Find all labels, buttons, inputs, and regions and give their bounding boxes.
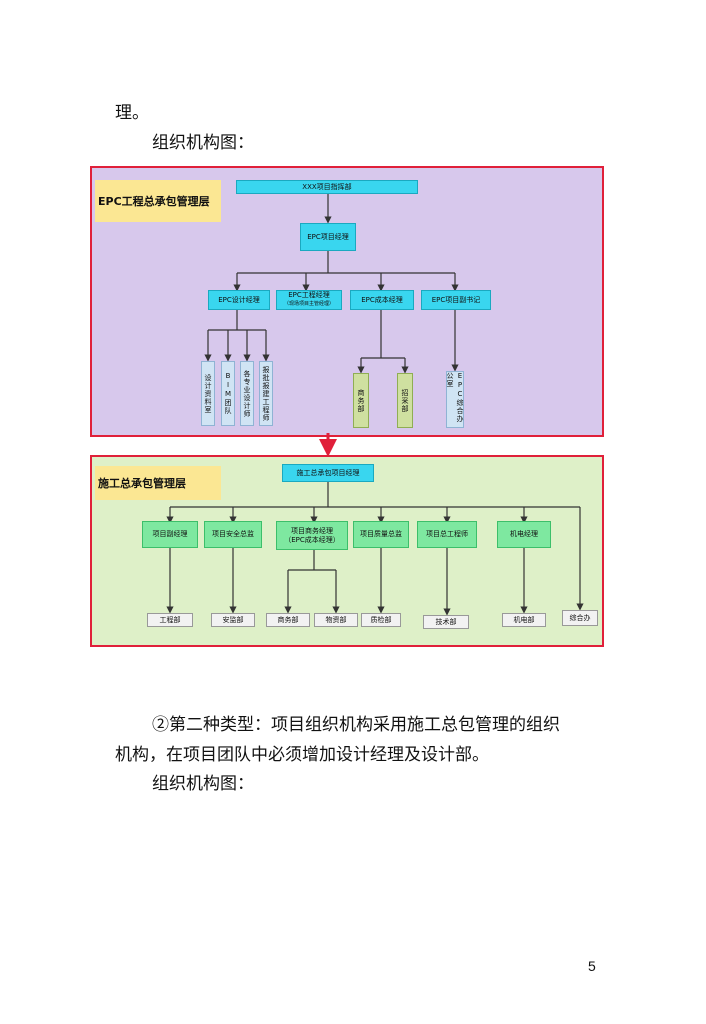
org-node-safety-director: 项目安全总监	[204, 521, 262, 548]
text-line-3: ②第二种类型：项目组织机构采用施工总包管理的组织	[152, 715, 560, 735]
org-node-quality-dept: 质检部	[361, 613, 401, 627]
org-node-epc-commerce-dept: 商务部	[353, 373, 369, 428]
section-caption-2: 组织机构图：	[152, 774, 254, 794]
org-node-deputy-secretary: EPC项目副书记	[421, 290, 491, 310]
org-node-designers: 各专业设计师	[240, 361, 254, 426]
construction-layer-label: 施工总承包管理层	[95, 466, 221, 500]
epc-layer-label: EPC工程总承包管理层	[95, 180, 221, 222]
org-node-bim-team: BIM团队	[221, 361, 235, 426]
text-line-1: 理。	[115, 103, 149, 123]
org-node-technical-dept: 技术部	[423, 615, 469, 629]
section-caption-1: 组织机构图：	[152, 133, 254, 153]
org-node-engineering-dept: 工程部	[147, 613, 193, 627]
org-node-mep-manager: 机电经理	[497, 521, 551, 548]
org-node-general-office: 综合办	[562, 610, 598, 626]
commerce-manager-title: 项目商务经理	[291, 526, 333, 535]
org-node-materials-dept: 物资部	[314, 613, 358, 627]
page-number: 5	[588, 958, 596, 974]
org-node-epc-office: EPC综合办公室	[446, 371, 464, 428]
org-node-design-manager: EPC设计经理	[208, 290, 270, 310]
org-node-chief-engineer: 项目总工程师	[417, 521, 477, 548]
engineering-manager-title: EPC工程经理	[288, 291, 330, 299]
org-node-design-archive: 设计资料室	[201, 361, 215, 426]
org-node-commerce-dept: 商务部	[266, 613, 310, 627]
commerce-manager-subtitle: （EPC成本经理）	[284, 535, 340, 544]
org-node-safety-dept: 安监部	[211, 613, 255, 627]
engineering-manager-subtitle: （现场项目主管经理）	[283, 301, 334, 307]
org-node-commerce-manager: 项目商务经理 （EPC成本经理）	[276, 521, 348, 550]
org-node-engineering-manager: EPC工程经理 （现场项目主管经理）	[276, 290, 342, 310]
org-node-quality-director: 项目质量总监	[353, 521, 409, 548]
org-node-epc-pm: EPC项目经理	[300, 223, 356, 251]
org-node-cost-manager: EPC成本经理	[350, 290, 414, 310]
org-node-hq: XXX项目指挥部	[236, 180, 418, 194]
org-node-deputy-pm: 项目副经理	[142, 521, 198, 548]
org-node-construction-pm: 施工总承包项目经理	[282, 464, 374, 482]
org-node-approval-engineer: 报批报建工程师	[259, 361, 273, 426]
org-node-mep-dept: 机电部	[502, 613, 546, 627]
org-node-procurement-dept: 招采部	[397, 373, 413, 428]
text-line-4: 机构，在项目团队中必须增加设计经理及设计部。	[115, 745, 489, 765]
